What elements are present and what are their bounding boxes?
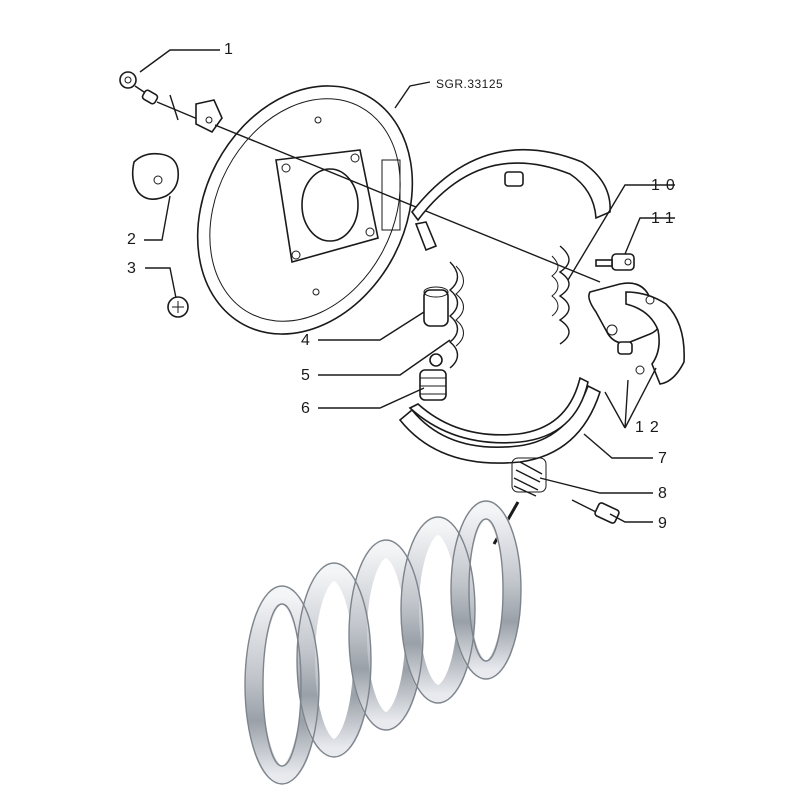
callout-2: 2 — [127, 231, 136, 248]
cap — [167, 296, 189, 318]
callout-3: 3 — [127, 260, 136, 277]
callout-7: 7 — [658, 450, 667, 467]
callout-10: 10 — [651, 177, 681, 194]
adjuster-wheel — [419, 353, 447, 401]
hold-down-spring — [511, 457, 547, 497]
reference-code: SGR.33125 — [436, 77, 503, 91]
wheel-cylinder — [423, 286, 449, 327]
coil-spring-photo — [244, 500, 522, 785]
callout-8: 8 — [658, 485, 667, 502]
return-spring-left — [448, 261, 464, 369]
hold-down-pin — [571, 499, 620, 524]
pin — [595, 253, 635, 271]
return-spring-right — [551, 245, 570, 345]
callout-4: 4 — [301, 332, 310, 349]
grommet — [131, 152, 180, 200]
callout-9: 9 — [658, 515, 667, 532]
callout-labels: 1 2 3 4 5 6 7 8 9 10 11 12 — [127, 41, 681, 532]
backing-plate — [196, 85, 414, 335]
upper-brake-shoe — [410, 148, 611, 252]
callout-6: 6 — [301, 400, 310, 417]
callout-5: 5 — [301, 367, 310, 384]
lower-brake-shoe — [398, 376, 601, 464]
handbrake-cable — [119, 71, 601, 283]
callout-12: 12 — [635, 419, 665, 436]
lever-assembly — [588, 282, 685, 385]
callout-11: 11 — [651, 210, 680, 227]
leader-lines — [139, 49, 675, 523]
callout-1: 1 — [224, 41, 233, 58]
